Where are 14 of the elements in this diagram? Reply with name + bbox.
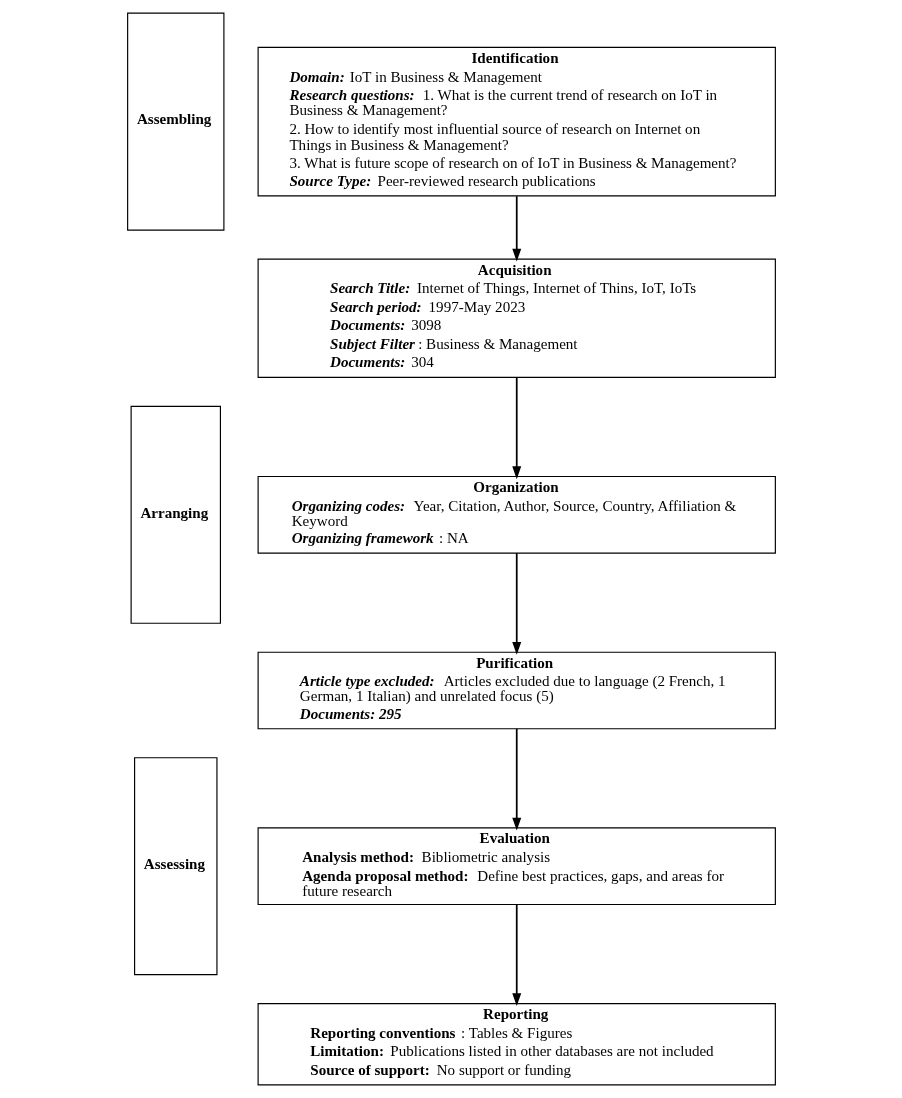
node-box: Identification Domain: IoT in Business & Management Research questions: 1. What is the current trend of research on IoT in Business & Management? 2. How to identify most influential source of research on Internet on Things in Business & Management? 3. What is future scope of research on of IoT in Business & Management? Source Type: Peer-reviewed research publications [257, 46, 776, 197]
node-box: Arranging [130, 405, 221, 624]
node-box: Reporting Reporting conventions: Tables & Figures Limitation: Publications listed in other databases are not included Source of support: No support or funding [257, 1003, 776, 1086]
node-box: Acquisition Search Title: Internet of Things, Internet of Thins, IoT, IoTs Search period: 1997-May 2023 Documents: 3098 Subject Filter: Business & Management Documents: 304 [257, 258, 776, 378]
node-box: Assembling [126, 12, 224, 231]
node-box: Organization Organizing codes: Year, Citation, Author, Source, Country, Affiliation & Keyword Organizing framework: NA [257, 475, 776, 554]
node-box: Evaluation Analysis method: Bibliometric analysis Agenda proposal method: Define best practices, gaps, and areas for future research [257, 827, 776, 906]
arrow [511, 727, 521, 831]
arrow [511, 376, 521, 480]
arrow [511, 903, 521, 1007]
arrow [511, 552, 521, 655]
arrow [511, 195, 521, 262]
node-box: Purification Article type excluded: Articles excluded due to language (2 French, 1 German, 1 Italian) and unrelated focus (5) Documents: 295 [257, 651, 776, 730]
node-box: Assessing [133, 757, 217, 976]
